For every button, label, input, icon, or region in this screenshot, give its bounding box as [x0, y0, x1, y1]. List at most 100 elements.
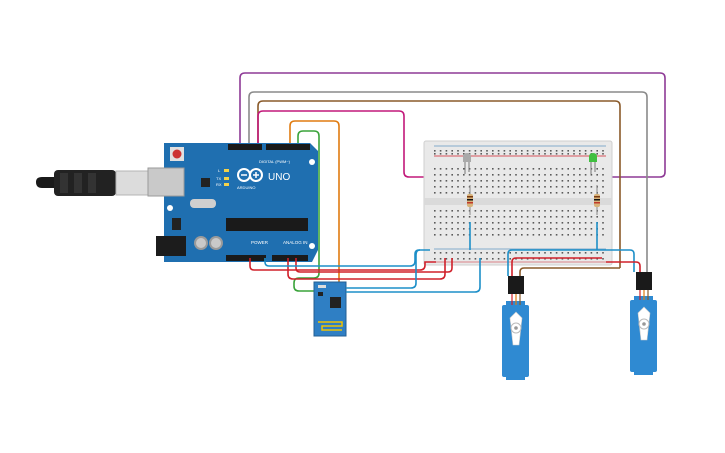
- breadboard-hole: [497, 222, 500, 224]
- breadboard-hole: [590, 252, 593, 254]
- breadboard-hole: [509, 153, 511, 155]
- breadboard[interactable]: [423, 140, 613, 266]
- breadboard-hole: [521, 180, 523, 182]
- breadboard-hole: [526, 234, 529, 236]
- wire-red-2[interactable]: [287, 258, 446, 280]
- breadboard-hole: [439, 258, 442, 260]
- wire-brown-servo-1[interactable]: [519, 267, 620, 276]
- breadboard-hole: [463, 180, 465, 182]
- arduino-board[interactable]: UNO ARDUINO DIGITAL (PWM~) POWER ANALOG …: [147, 143, 318, 262]
- breadboard-hole: [492, 168, 494, 170]
- wire-magenta[interactable]: [257, 110, 460, 178]
- breadboard-hole: [445, 216, 448, 218]
- breadboard-hole: [561, 192, 564, 194]
- breadboard-hole: [492, 153, 494, 155]
- arduino-power-jack: [156, 236, 186, 256]
- wire-purple[interactable]: [239, 72, 666, 178]
- led-grey[interactable]: [463, 153, 471, 174]
- breadboard-hole: [602, 228, 604, 230]
- reset-button-cap[interactable]: [172, 149, 182, 159]
- wire-red-1[interactable]: [249, 258, 436, 271]
- breadboard-hole: [544, 180, 546, 182]
- breadboard-hole: [561, 186, 564, 188]
- breadboard-hole: [457, 150, 459, 152]
- breadboard-hole: [468, 216, 471, 218]
- breadboard-hole: [584, 210, 587, 212]
- breadboard-hole: [538, 252, 540, 254]
- wire-blue-1[interactable]: [264, 249, 430, 267]
- breadboard-hole: [503, 228, 506, 230]
- breadboard-hole: [480, 228, 482, 230]
- wire-orange[interactable]: [289, 120, 340, 287]
- breadboard-hole: [497, 174, 500, 176]
- breadboard-hole: [590, 234, 593, 236]
- breadboard-hole: [480, 150, 482, 152]
- breadboard-hole: [538, 186, 540, 188]
- resistor-1[interactable]: [467, 185, 473, 215]
- breadboard-hole: [602, 192, 604, 194]
- breadboard-hole: [584, 186, 587, 188]
- breadboard-hole: [445, 228, 448, 230]
- breadboard-hole: [550, 252, 552, 254]
- breadboard-hole: [526, 228, 529, 230]
- breadboard-hole: [451, 153, 453, 155]
- esp8266-module[interactable]: [313, 281, 347, 337]
- breadboard-hole: [492, 174, 494, 176]
- breadboard-hole: [451, 222, 453, 224]
- breadboard-hole: [526, 252, 529, 254]
- breadboard-hole: [486, 216, 488, 218]
- breadboard-hole: [602, 216, 604, 218]
- breadboard-hole: [602, 150, 604, 152]
- breadboard-hole: [538, 174, 540, 176]
- breadboard-hole: [492, 210, 494, 212]
- breadboard-hole: [497, 252, 500, 254]
- breadboard-hole: [602, 186, 604, 188]
- wire-blue-servo-1[interactable]: [507, 249, 635, 276]
- breadboard-hole: [532, 222, 535, 224]
- breadboard-hole: [515, 252, 517, 254]
- breadboard-hole: [468, 252, 471, 254]
- breadboard-hole: [445, 192, 448, 194]
- breadboard-hole: [451, 186, 453, 188]
- breadboard-hole: [515, 222, 517, 224]
- breadboard-hole: [550, 150, 552, 152]
- breadboard-hole: [538, 150, 540, 152]
- led-tx-label: TX: [216, 176, 221, 181]
- servo-motor-1[interactable]: [502, 276, 529, 380]
- breadboard-hole: [439, 186, 442, 188]
- breadboard-hole: [457, 210, 459, 212]
- breadboard-hole: [445, 153, 448, 155]
- board-brand-label: ARDUINO: [237, 185, 255, 190]
- breadboard-hole: [492, 216, 494, 218]
- breadboard-hole: [555, 234, 558, 236]
- breadboard-hole: [480, 216, 482, 218]
- breadboard-hole: [497, 180, 500, 182]
- breadboard-hole: [550, 168, 552, 170]
- wire-blue-arduino-esp[interactable]: [346, 249, 421, 289]
- breadboard-hole: [445, 258, 448, 260]
- wire-brown[interactable]: [257, 100, 621, 268]
- breadboard-hole: [503, 150, 506, 152]
- wire-red-3[interactable]: [295, 258, 453, 273]
- breadboard-hole: [590, 150, 593, 152]
- servo-motor-2[interactable]: [630, 272, 657, 375]
- wire-blue-2[interactable]: [346, 258, 481, 293]
- breadboard-hole: [521, 228, 523, 230]
- wire-red-servo-2[interactable]: [606, 261, 641, 272]
- breadboard-hole: [474, 258, 477, 260]
- led-green[interactable]: [589, 153, 597, 174]
- breadboard-hole: [590, 192, 593, 194]
- breadboard-hole: [573, 180, 575, 182]
- breadboard-hole: [538, 222, 540, 224]
- wire-green[interactable]: [293, 130, 320, 292]
- breadboard-hole: [544, 210, 546, 212]
- resistor-2[interactable]: [594, 185, 600, 215]
- breadboard-hole: [567, 228, 569, 230]
- wire-grey[interactable]: [248, 91, 648, 272]
- wire-red-servo-1[interactable]: [511, 257, 602, 276]
- breadboard-hole: [521, 150, 523, 152]
- breadboard-hole: [567, 186, 569, 188]
- breadboard-hole: [509, 222, 511, 224]
- breadboard-hole: [584, 222, 587, 224]
- breadboard-hole: [497, 210, 500, 212]
